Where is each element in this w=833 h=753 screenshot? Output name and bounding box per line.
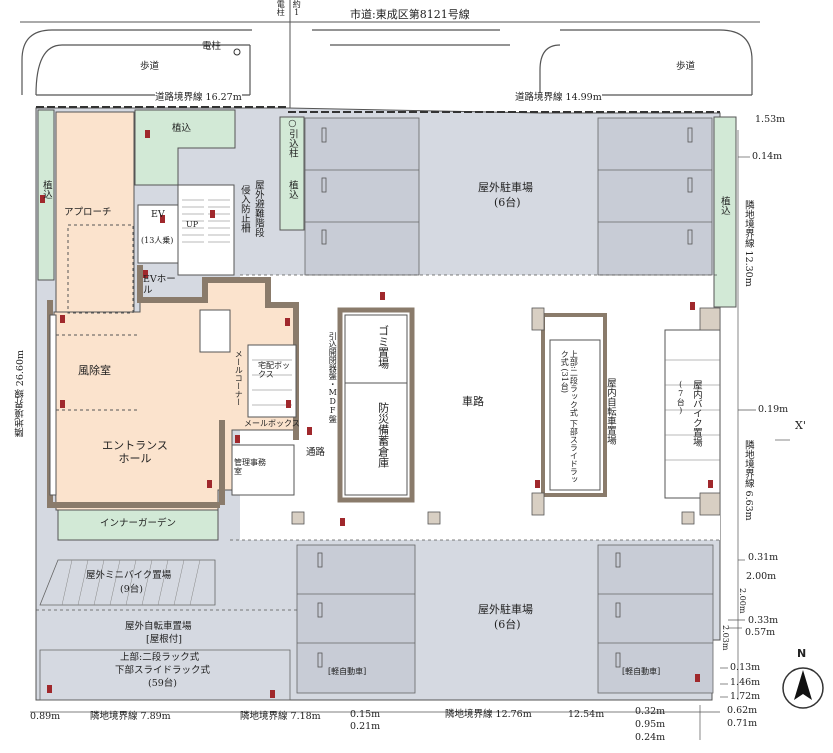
lead-pole-top-b-label: 約1 xyxy=(292,0,302,17)
planting-left-label: 植込 xyxy=(40,180,52,199)
outdoor-bicycle-rack2: 下部スライドラック式 xyxy=(115,665,211,676)
bike-stalls xyxy=(665,359,720,461)
dim-013: 0.13m xyxy=(730,662,761,673)
outdoor-bicycle-count: (59台) xyxy=(148,678,178,689)
outdoor-bicycle-rack: 上部:二段ラック式 xyxy=(120,652,200,663)
dim-095: 0.95m xyxy=(635,719,666,730)
mail-box-label: メールボックス xyxy=(244,419,300,428)
disaster-storage-label: 防災備蓄倉庫 xyxy=(376,402,390,468)
dim-071: 0.71m xyxy=(727,718,758,729)
compass xyxy=(782,667,824,709)
city-road-label: 市道:東成区第8121号線 xyxy=(350,8,470,21)
street-curbs xyxy=(21,29,753,96)
storage-rooms xyxy=(344,314,408,496)
parking-dividers-bottom xyxy=(297,593,713,644)
dim-032: 0.32m xyxy=(635,706,666,717)
dim-024: 0.24m xyxy=(635,732,666,743)
dim-172: 1.72m xyxy=(730,691,761,702)
adjacent-right-vertical-1: 隣地境界線 12.30m xyxy=(742,200,754,287)
stall-marks xyxy=(317,127,693,668)
bottom-boundary-2: 隣地境界線 7.18m xyxy=(240,711,321,722)
adjacent-right-vertical-2: 隣地境界線 6.63m xyxy=(742,440,754,521)
bicycle-rack-label: 上部:二段ラック式 下部スライドラック式 (31台) xyxy=(560,350,579,484)
dim-200-side: 2.00m xyxy=(738,588,748,614)
dim-019: 0.19m xyxy=(758,404,789,415)
mini-bike-stalls xyxy=(61,559,201,606)
management-label: 管理事務室 xyxy=(234,458,266,477)
ev-label: EV xyxy=(151,209,165,220)
indoor-bike-label: 屋内バイク置場 xyxy=(690,380,702,447)
indoor-bicycle-label: 屋内自転車置場 xyxy=(604,378,616,445)
bottom-boundary-3: 隣地境界線 12.76m xyxy=(445,709,532,720)
delivery-box-grid xyxy=(252,359,292,406)
ev-capacity-label: (13人乗) xyxy=(141,236,174,245)
mail-corner-label: メールコーナー xyxy=(234,350,244,406)
dim-031: 0.31m xyxy=(748,552,779,563)
dim-203: 2.03m xyxy=(721,625,731,651)
bicycle-areas xyxy=(39,559,291,701)
road-line-left: 道路境界線 16.27m xyxy=(155,92,242,104)
dim-057: 0.57m xyxy=(745,627,776,638)
dim-033: 0.33m xyxy=(748,615,779,626)
light-car-2: [軽自動車] xyxy=(622,667,661,676)
light-car-1: [軽自動車] xyxy=(328,667,367,676)
dim-089: 0.89m xyxy=(30,711,61,722)
outdoor-bicycle-label: 屋外自転車置場 xyxy=(125,621,192,632)
inner-garden-label: インナーガーデン xyxy=(100,518,177,529)
passage-label: 通路 xyxy=(306,447,326,458)
sidewalk-right-label: 歩道 xyxy=(676,61,696,72)
parking-bottom-count: (6台) xyxy=(494,618,521,631)
columns xyxy=(291,307,721,525)
dim-062: 0.62m xyxy=(727,705,758,716)
parking-top-label: 屋外駐車場 xyxy=(478,181,533,194)
ev-hall-label: EVホール xyxy=(143,274,176,296)
dim-021: 0.21m xyxy=(350,721,381,732)
dim-014: 0.14m xyxy=(752,151,783,162)
compass-north: N xyxy=(797,647,807,660)
up-label: UP xyxy=(186,220,199,229)
parking-bottom-label: 屋外駐車場 xyxy=(478,603,533,616)
dimension-leaders xyxy=(30,130,790,740)
dim-153: 1.53m xyxy=(755,114,786,125)
garbage-label: ゴミ置場 xyxy=(376,325,390,369)
stair-treads xyxy=(182,199,230,243)
parking-stalls-top xyxy=(304,117,713,276)
plantings xyxy=(37,109,737,541)
planting-middle-label: 植込 xyxy=(286,180,298,199)
outdoor-bicycle-roof: [屋根付] xyxy=(146,634,182,645)
lead-pipe-label: 引込開閉器盤・MDF盤 xyxy=(328,332,338,423)
approach-label: アプローチ xyxy=(64,207,112,218)
mini-bike-count: (9台) xyxy=(120,584,143,595)
utility-pole-label: 電柱 xyxy=(202,41,222,52)
bottom-boundary-4: 12.54m xyxy=(568,709,605,720)
mini-bike-label: 屋外ミニバイク置場 xyxy=(86,570,172,581)
lobby-areas xyxy=(53,111,296,511)
lead-pole-label: ○引込柱 xyxy=(286,118,298,158)
driveway-label: 車路 xyxy=(462,395,484,408)
dim-200: 2.00m xyxy=(746,571,777,582)
vestibule-label: 風除室 xyxy=(78,364,111,377)
dim-146: 1.46m xyxy=(730,677,761,688)
dashed-lines xyxy=(36,274,720,611)
planting-top-label: 植込 xyxy=(172,123,192,134)
section-mark: X' xyxy=(795,419,806,432)
indoor-bike-count: (7台) xyxy=(676,380,686,415)
outdoor-stairs-label: 屋外避難階段 xyxy=(252,180,264,237)
dim-015: 0.15m xyxy=(350,709,381,720)
parking-top-count: (6台) xyxy=(494,196,521,209)
entrance-hall-label: エントランスホール xyxy=(102,439,168,465)
road-line-right: 道路境界線 14.99m xyxy=(515,92,602,104)
parking-stalls-bottom xyxy=(296,544,714,694)
adjacent-left-vertical: 隣地境界線 26.60m xyxy=(15,350,26,437)
intrusion-fence-label: 侵入防止柵 xyxy=(238,185,250,233)
delivery-box-label: 宅配ボックス xyxy=(258,361,290,380)
planting-right-label: 植込 xyxy=(718,196,730,215)
lead-pole-top-label: 電柱 xyxy=(276,0,286,16)
sidewalk-left-label: 歩道 xyxy=(140,61,160,72)
bottom-boundary-1: 隣地境界線 7.89m xyxy=(90,711,171,722)
parking-dividers-top xyxy=(305,169,712,223)
markers xyxy=(40,130,713,698)
